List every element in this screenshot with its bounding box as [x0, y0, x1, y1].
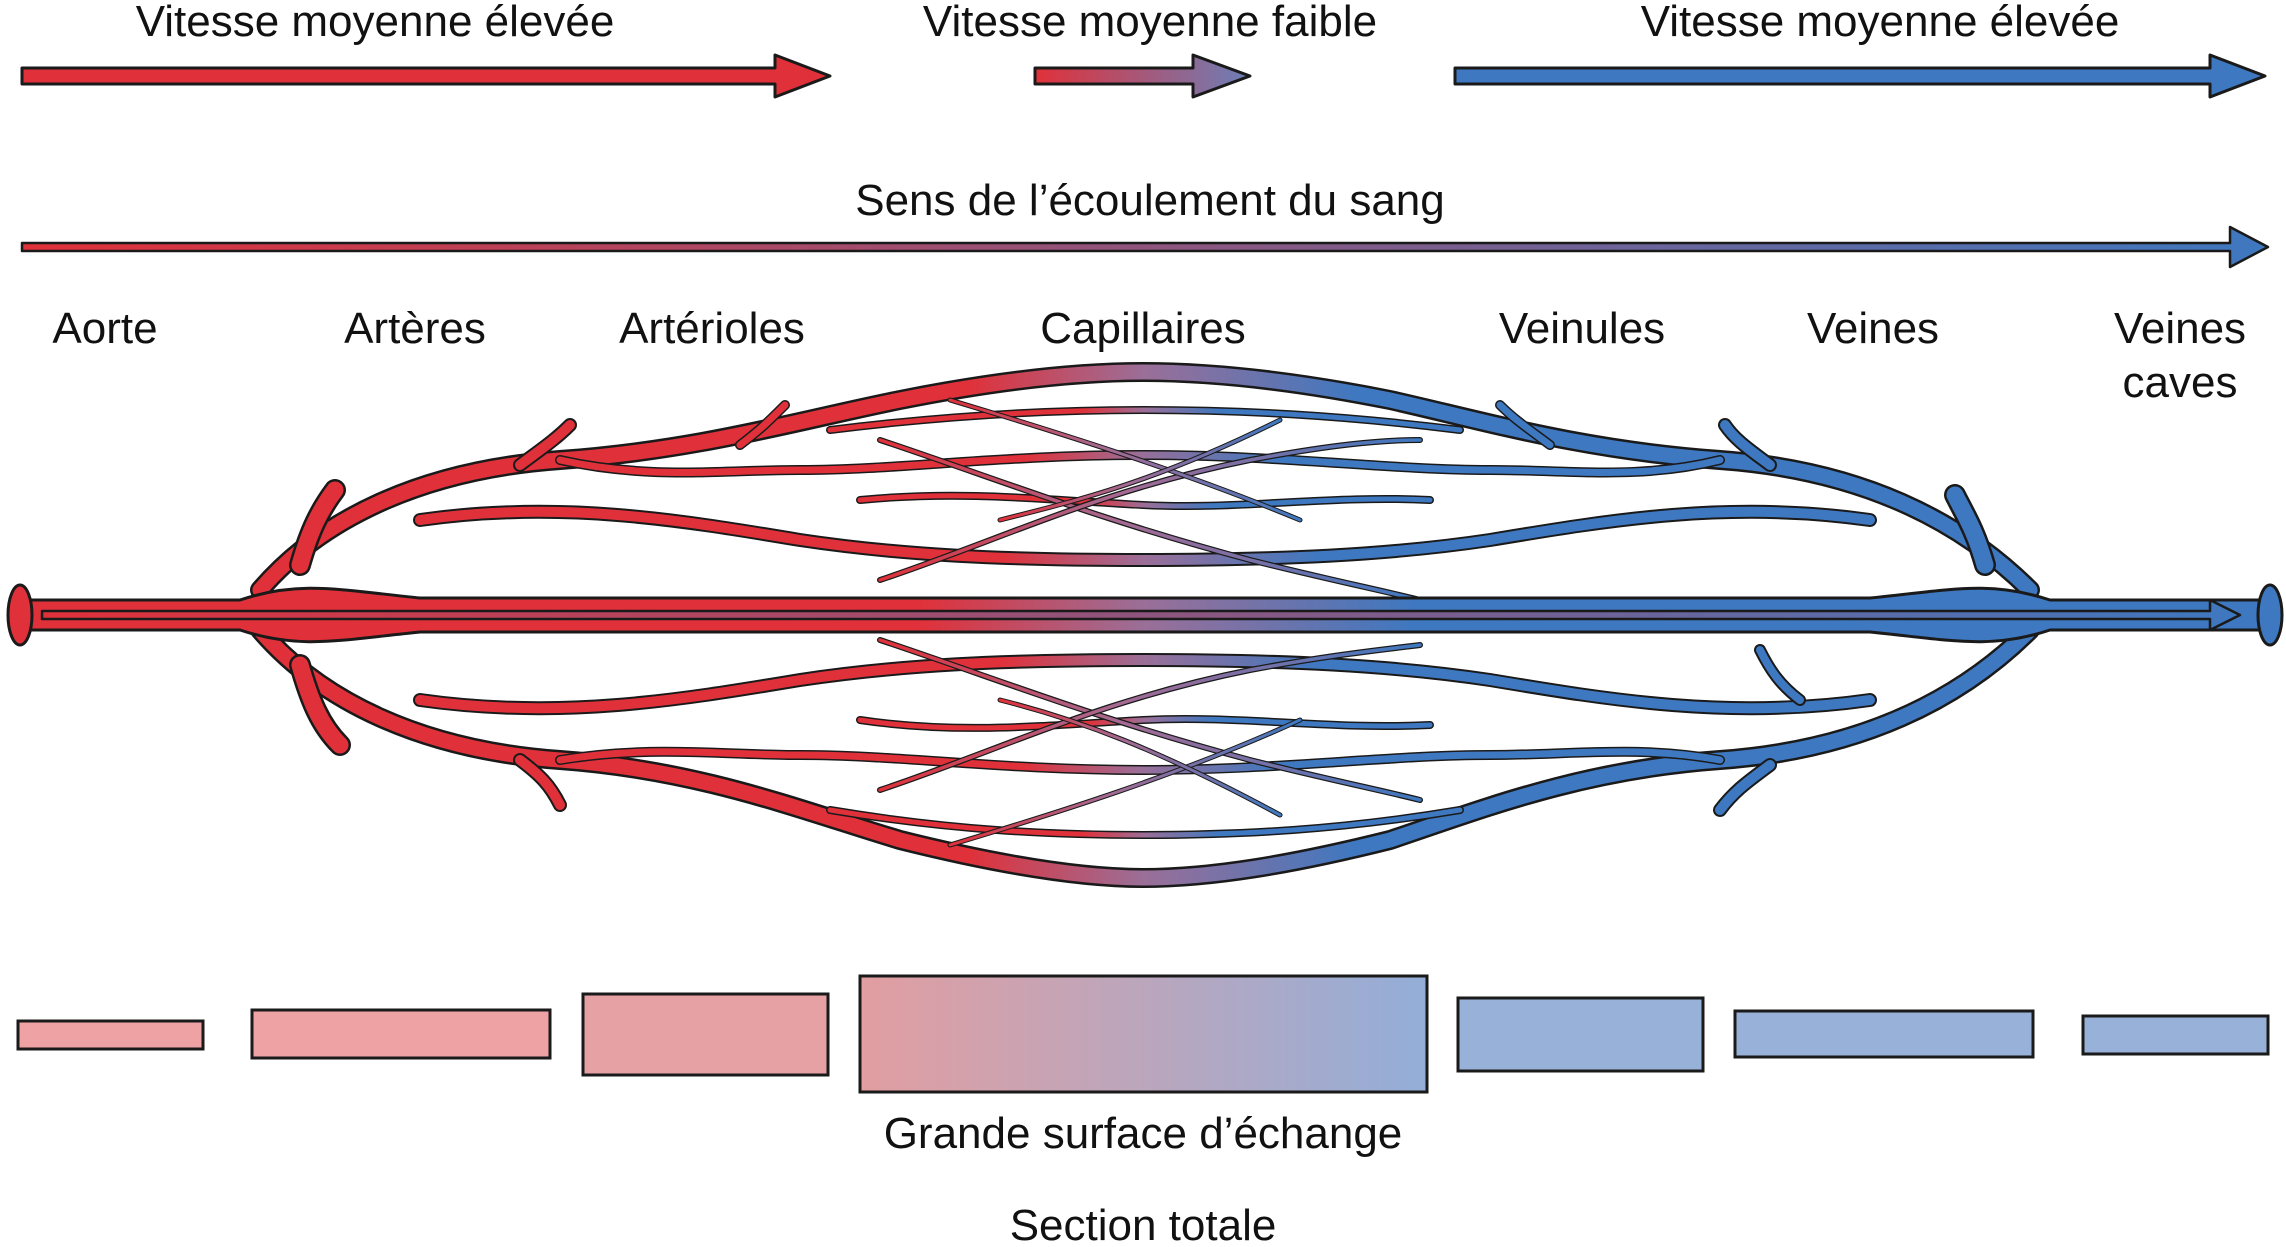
exchange-surface-label: Grande surface d’échange [884, 1109, 1403, 1158]
flow-direction-label: Sens de l’écoulement du sang [855, 176, 1445, 225]
vascular-network [6, 361, 2284, 889]
label-aorta: Aorte [52, 304, 157, 353]
flow-direction-arrow [20, 225, 2270, 269]
label-veins: Veines [1807, 304, 1939, 353]
label-arterioles: Artérioles [619, 304, 805, 353]
cross-section-veins [1733, 1009, 2035, 1059]
speed-arrow-middle [1033, 53, 1252, 99]
cross-section-capillaries [858, 974, 1429, 1094]
cross-section-venules [1456, 996, 1705, 1073]
label-venules: Veinules [1499, 304, 1665, 353]
total-section-label: Section totale [1010, 1201, 1277, 1247]
speed-label-middle: Vitesse moyenne faible [923, 0, 1377, 46]
label-vena-cava-line2: caves [2123, 358, 2238, 407]
cross-section-arteries [250, 1008, 552, 1060]
cross-section-bars [16, 974, 2270, 1094]
cross-section-aorta [16, 1019, 205, 1051]
speed-label-left: Vitesse moyenne élevée [136, 0, 615, 46]
label-arteries: Artères [344, 304, 486, 353]
speed-arrow-left [20, 53, 832, 99]
speed-arrow-right [1453, 53, 2267, 99]
cross-section-vena-cava [2081, 1014, 2270, 1056]
label-vena-cava-line1: Veines [2114, 304, 2246, 353]
cross-section-arterioles [581, 992, 830, 1077]
speed-label-right: Vitesse moyenne élevée [1641, 0, 2120, 46]
label-capillaries: Capillaires [1040, 304, 1245, 353]
